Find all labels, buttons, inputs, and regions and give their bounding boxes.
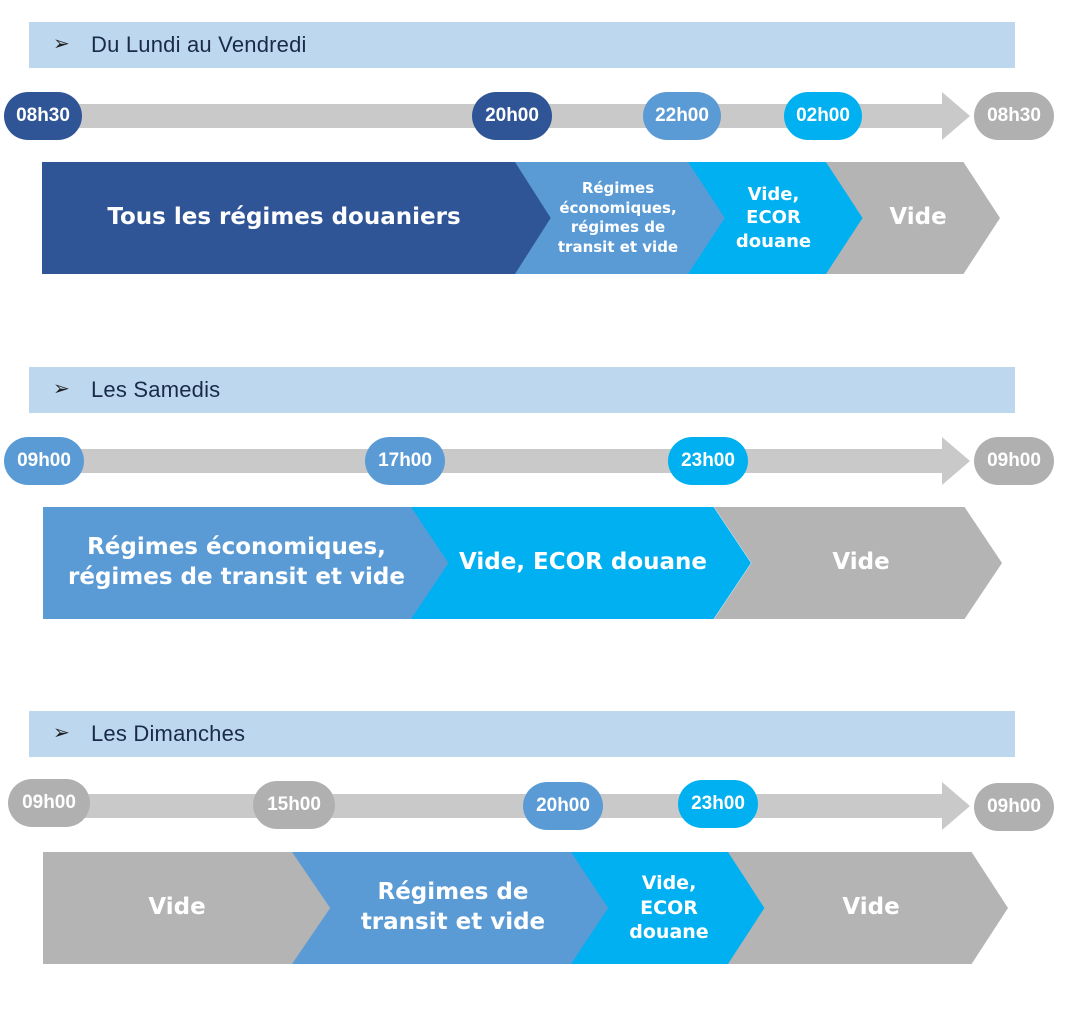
time-pill: 02h00 [784,92,862,140]
section-title: Du Lundi au Vendredi [91,32,307,57]
timeline-segment: Vide [43,852,331,964]
segment-label: Vide, ECOR douane [735,183,812,252]
segment-label: Tous les régimes douaniers [107,204,461,231]
section-header: ➢ Du Lundi au Vendredi [29,22,1015,68]
timeline-segment: Régimes économiques, régimes de transit … [43,507,450,619]
time-pill: 09h00 [974,783,1054,831]
time-pill: 20h00 [472,92,552,140]
timeline-arrowhead-icon [942,782,970,830]
time-pill: 08h30 [4,92,82,140]
section-title: Les Dimanches [91,721,246,746]
segment-label: Vide [889,204,947,231]
timeline-arrowhead-icon [942,437,970,485]
timeline-segment: Vide [714,507,1002,619]
timeline-segment: Vide [728,852,1008,964]
arrow-bullet-icon: ➢ [53,378,70,400]
section-title: Les Samedis [91,377,221,402]
segment-label: Vide [842,894,900,921]
timeline-segment: Vide, ECOR douane [411,507,751,619]
timeline-track [40,794,945,818]
section-header: ➢ Les Dimanches [29,711,1015,757]
segment-label: Vide, ECOR douane [629,871,709,944]
segment-label: Vide, ECOR douane [458,549,708,576]
segment-label: Vide [832,549,890,576]
time-pill: 15h00 [253,781,335,829]
segment-label: Régimes économiques, régimes de transit … [68,534,405,590]
section-header: ➢ Les Samedis [29,367,1015,413]
time-pill: 09h00 [974,437,1054,485]
time-pill: 23h00 [678,780,758,828]
timeline-segment: Vide, ECOR douane [688,162,863,274]
time-pill: 20h00 [523,782,603,830]
timeline-track [40,449,945,473]
segment-label: Régimes de transit et vide [360,879,546,935]
segment-label: Vide [148,894,206,921]
segment-label: Régimes économiques, régimes de transit … [557,179,679,256]
time-pill: 17h00 [365,437,445,485]
timeline-segment: Tous les régimes douaniers [42,162,552,274]
time-pill: 09h00 [8,779,90,827]
time-pill: 23h00 [668,437,748,485]
timeline-segment: Régimes de transit et vide [292,852,610,964]
time-pill: 22h00 [643,92,721,140]
arrow-bullet-icon: ➢ [53,722,70,744]
timeline-segment: Vide, ECOR douane [571,852,767,964]
time-pill: 08h30 [974,92,1054,140]
time-pill: 09h00 [4,437,84,485]
arrow-bullet-icon: ➢ [53,33,70,55]
timeline-arrowhead-icon [942,92,970,140]
